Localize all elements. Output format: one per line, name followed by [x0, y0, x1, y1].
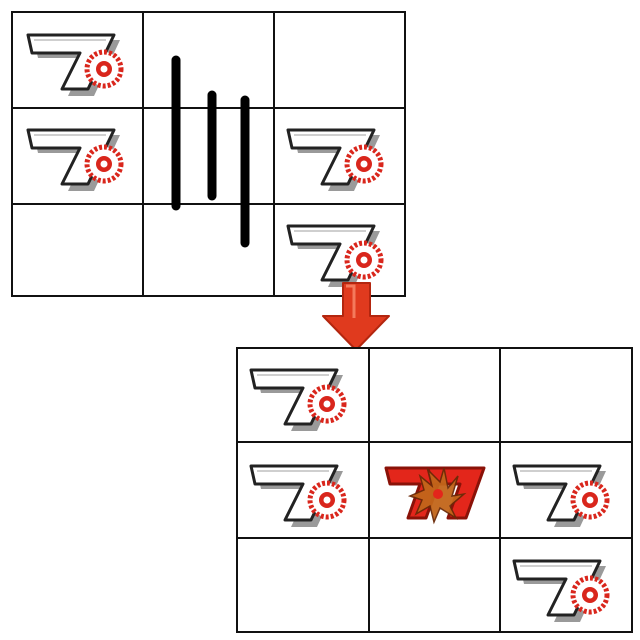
down-arrow-icon: [322, 282, 390, 351]
before-grid: [11, 11, 406, 297]
spin-lines-icon: [171, 55, 250, 248]
after-grid: [236, 347, 633, 633]
